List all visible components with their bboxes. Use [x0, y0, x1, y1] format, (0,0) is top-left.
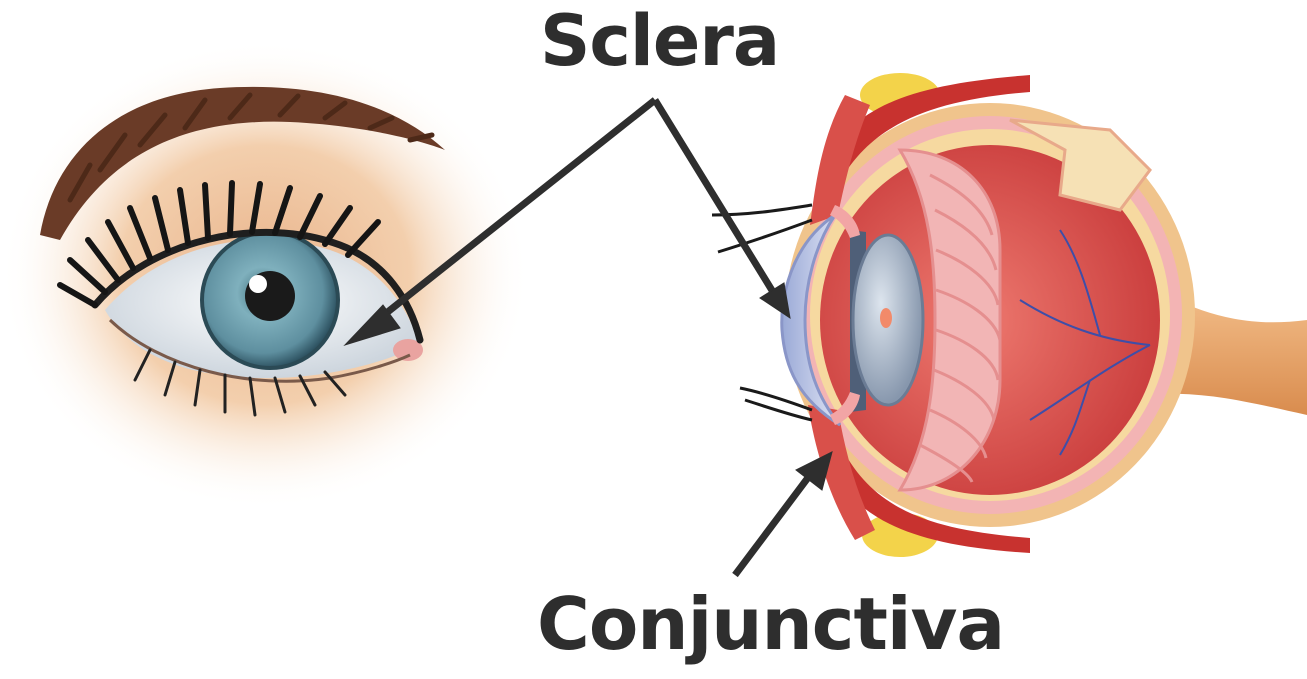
lens-nucleus — [880, 308, 892, 328]
eye-highlight — [249, 275, 267, 293]
sclera-label: Sclera — [540, 6, 779, 76]
conjunctiva-label: Conjunctiva — [537, 588, 1004, 660]
iris — [202, 232, 338, 368]
sclera-arrow-right — [655, 100, 773, 292]
conjunctiva-arrow — [735, 475, 810, 575]
conjunctiva-pointer-arrow — [735, 452, 832, 575]
external-eye-illustration — [0, 40, 530, 510]
